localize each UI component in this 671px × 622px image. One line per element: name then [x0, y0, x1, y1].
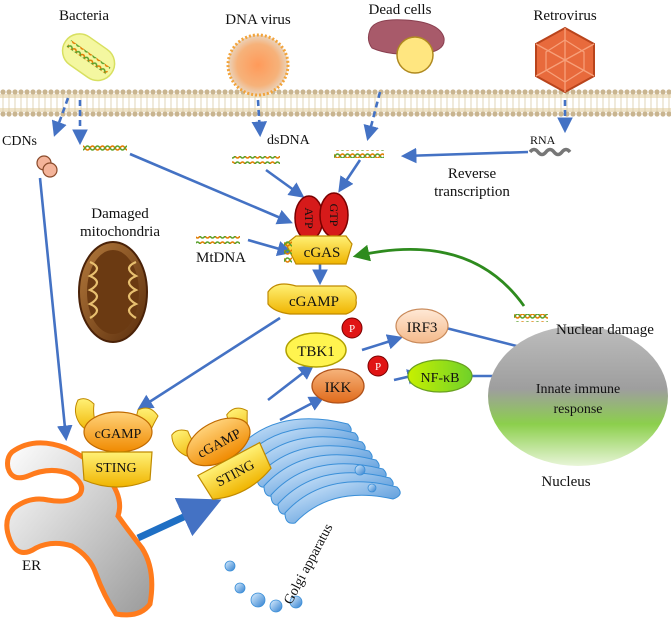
nfkb-label: NF-κB	[421, 371, 460, 386]
bacteria-label: Bacteria	[59, 8, 109, 24]
atp-label: ATP	[302, 207, 316, 229]
dead-cell-dna-icon	[334, 150, 384, 158]
innate-label-1: Innate immune	[536, 382, 620, 397]
viral-dsdna-icon	[232, 156, 280, 164]
rna-label: RNA	[530, 133, 556, 147]
damaged-label-1: Damaged	[91, 206, 149, 222]
dna-virus-label: DNA virus	[225, 12, 291, 28]
cgamp-free: cGAMP	[267, 283, 357, 315]
tbk1-node: TBK1	[285, 332, 347, 368]
mtdna-icon	[196, 236, 240, 244]
sting-golgi: cGAMP STING	[171, 407, 272, 500]
gtp-label: GTP	[327, 204, 341, 227]
damaged-label-2: mitochondria	[80, 224, 160, 240]
dead-cell-icon	[367, 19, 445, 74]
innate-label-2: response	[554, 402, 603, 417]
bacteria-icon	[61, 33, 116, 82]
mtdna-label: MtDNA	[196, 250, 246, 266]
cgas-complex: ATP GTP cGAS	[284, 192, 353, 265]
er-label: ER	[22, 558, 41, 574]
reverse-label-1: Reverse	[448, 166, 497, 182]
cdns-label: CDNs	[2, 134, 37, 149]
cgamp-er-label: cGAMP	[95, 427, 142, 442]
nfkb-node: NF-κB	[407, 359, 473, 393]
dead-cells-label: Dead cells	[369, 2, 432, 18]
golgi-label: Golgi apparatus	[281, 522, 336, 608]
phospho-tbk1: P	[341, 317, 363, 339]
retrovirus-icon	[535, 26, 595, 94]
retrovirus-label: Retrovirus	[533, 8, 596, 24]
cdn-icon	[36, 155, 58, 178]
sting-er: cGAMP STING	[74, 398, 159, 488]
nuclear-dna-icon	[514, 314, 548, 322]
dsdna-label: dsDNA	[267, 133, 311, 148]
nuclear-damage-feedback-arrow	[352, 244, 526, 307]
reverse-label-2: transcription	[434, 184, 510, 200]
ikk-node: IKK	[311, 368, 365, 404]
golgi-icon	[224, 418, 401, 613]
er-icon	[4, 440, 155, 618]
bacterial-dna-icon	[83, 144, 127, 152]
rna-strand-icon	[528, 147, 572, 157]
nuclear-damage-label: Nuclear damage	[556, 322, 654, 338]
tbk1-label: TBK1	[297, 344, 335, 360]
irf3-label: IRF3	[407, 320, 438, 336]
er-to-golgi-arrow	[136, 497, 222, 542]
p-label-1: P	[349, 323, 355, 335]
irf3-node: IRF3	[395, 308, 449, 344]
sting-er-label: STING	[95, 461, 136, 476]
mitochondria-icon	[78, 241, 148, 343]
sting-golgi-icon	[196, 441, 272, 500]
cgas-icon	[285, 235, 353, 265]
sting-er-icon	[81, 451, 153, 488]
dna-virus-icon	[226, 33, 290, 97]
cgas-label: cGAS	[304, 245, 341, 261]
cgamp-free-label: cGAMP	[289, 294, 339, 310]
nucleus-icon	[488, 326, 668, 466]
ikk-label: IKK	[325, 380, 352, 396]
phospho-ikk: P	[367, 355, 389, 377]
cell-membrane	[0, 89, 671, 117]
nucleus-label: Nucleus	[541, 474, 590, 490]
entry-arrows	[51, 91, 573, 146]
p-label-2: P	[375, 361, 381, 373]
